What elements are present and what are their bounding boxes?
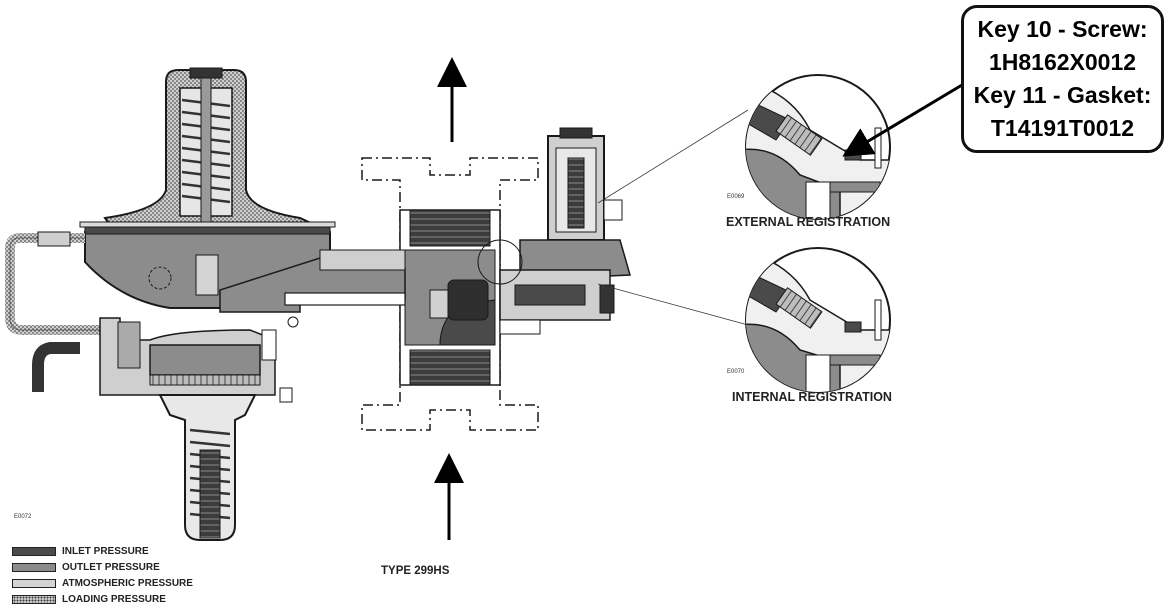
legend-swatch-outlet	[12, 562, 56, 572]
pressure-legend: INLET PRESSURE OUTLET PRESSURE ATMOSPHER…	[12, 543, 193, 607]
token-relief-pilot	[477, 127, 631, 335]
legend-swatch-loading	[12, 594, 56, 604]
internal-registration-detail	[745, 247, 891, 393]
legend-row-inlet: INLET PRESSURE	[12, 543, 193, 559]
legend-label-atmospheric: ATMOSPHERIC PRESSURE	[62, 577, 193, 589]
figure-code-internal: E0070	[727, 369, 745, 375]
legend-label-outlet: OUTLET PRESSURE	[62, 561, 160, 573]
callout-line-4: T14191T0012	[990, 115, 1135, 141]
legend-row-loading: LOADING PRESSURE	[12, 591, 193, 607]
callout-line-2: 1H8162X0012	[988, 49, 1137, 75]
part-number-callout: Key 10 - Screw: 1H8162X0012 Key 11 - Gas…	[961, 5, 1164, 153]
lower-casing	[99, 317, 293, 403]
figure-code-external: E0069	[727, 194, 745, 200]
bottom-spring-case	[158, 394, 257, 541]
legend-label-loading: LOADING PRESSURE	[62, 593, 166, 605]
internal-registration-label: INTERNAL REGISTRATION	[732, 390, 892, 404]
external-registration-label: EXTERNAL REGISTRATION	[726, 215, 891, 229]
legend-row-atmospheric: ATMOSPHERIC PRESSURE	[12, 575, 193, 591]
legend-label-inlet: INLET PRESSURE	[62, 545, 149, 557]
figure-code-main: E0072	[14, 514, 32, 520]
callout-line-3: Key 11 - Gasket:	[973, 82, 1152, 108]
vent-pipe	[32, 342, 80, 392]
legend-row-outlet: OUTLET PRESSURE	[12, 559, 193, 575]
valve-body	[361, 157, 539, 431]
upper-spring-case	[103, 67, 316, 229]
legend-swatch-inlet	[12, 546, 56, 556]
legend-swatch-atmospheric	[12, 578, 56, 588]
callout-line-1: Key 10 - Screw:	[977, 16, 1148, 42]
callout-arrow	[842, 83, 963, 157]
lever-linkage	[219, 249, 406, 328]
type-label: TYPE 299HS	[381, 565, 450, 577]
